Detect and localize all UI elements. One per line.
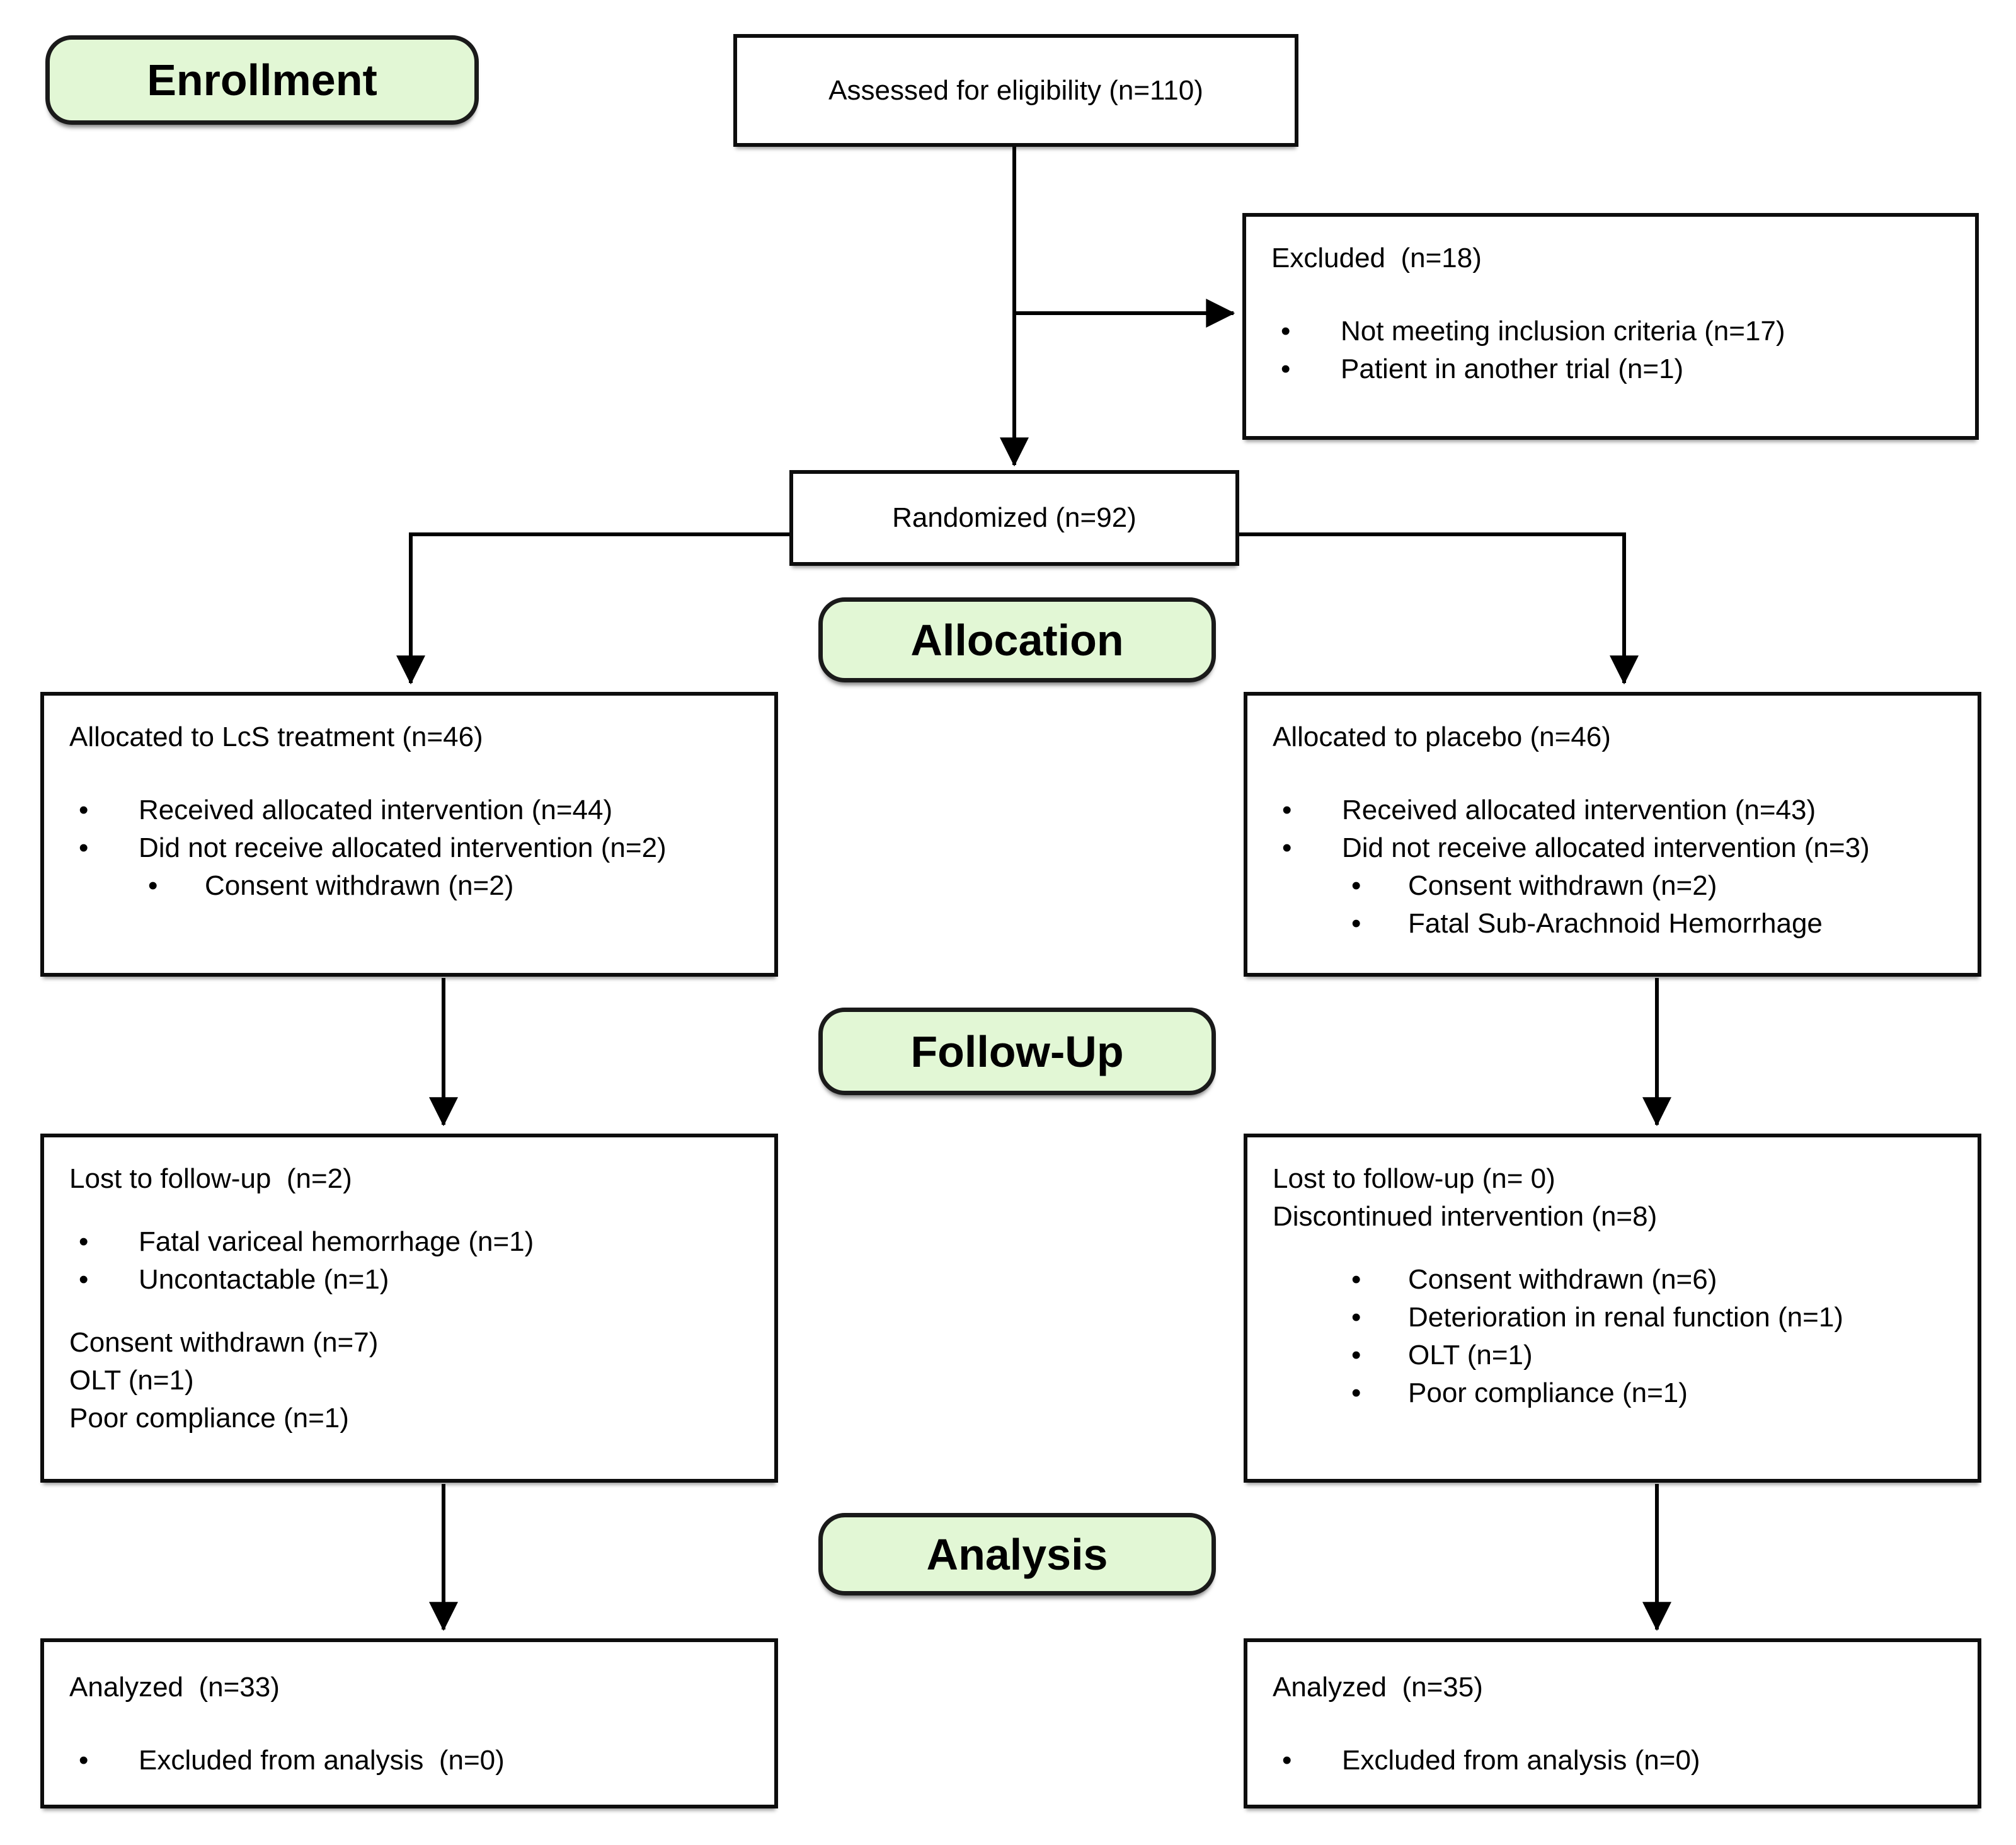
box-allocated-placebo: Allocated to placebo (n=46) Received all… — [1244, 692, 1981, 977]
box-allocated-lcs: Allocated to LcS treatment (n=46) Receiv… — [40, 692, 778, 977]
box-followup-placebo: Lost to follow-up (n= 0) Discontinued in… — [1244, 1134, 1981, 1483]
stage-label-analysis: Analysis — [818, 1513, 1216, 1595]
bullet-icon — [1282, 791, 1342, 829]
box-text-line: Consent withdrawn (n=7) — [69, 1327, 379, 1358]
bullet-icon — [1281, 350, 1341, 388]
stage-label-enrollment: Enrollment — [45, 35, 479, 125]
list-item: Fatal Sub-Arachnoid Hemorrhage — [1273, 905, 1962, 943]
box-assessed-for-eligibility: Assessed for eligibility (n=110) — [733, 34, 1298, 147]
stage-label-text: Analysis — [926, 1529, 1108, 1579]
box-followup-lcs: Lost to follow-up (n=2) Fatal variceal h… — [40, 1134, 778, 1483]
list-item: Excluded from analysis (n=0) — [69, 1742, 759, 1779]
list-item: Consent withdrawn (n=2) — [1273, 867, 1962, 905]
list-item: Consent withdrawn (n=6) — [1273, 1261, 1962, 1299]
box-analyzed-placebo: Analyzed (n=35) Excluded from analysis (… — [1244, 1638, 1981, 1808]
bullet-icon — [79, 791, 139, 829]
list-item: OLT (n=1) — [1273, 1336, 1962, 1374]
stage-label-text: Allocation — [910, 615, 1124, 665]
box-title: Allocated to placebo (n=46) — [1273, 721, 1611, 752]
arrow-randomized-to-placebo — [1239, 532, 1639, 685]
bullet-icon — [1351, 1261, 1408, 1299]
box-title: Analyzed (n=35) — [1273, 1672, 1483, 1703]
list-item: Received allocated intervention (n=43) — [1273, 791, 1962, 829]
bullet-icon — [148, 867, 205, 905]
bullet-icon — [1351, 1336, 1408, 1374]
bullet-icon — [1351, 1299, 1408, 1336]
bullet-icon — [1351, 867, 1408, 905]
bullet-icon — [79, 1261, 139, 1299]
bullet-icon — [1282, 829, 1342, 867]
box-analyzed-lcs: Analyzed (n=33) Excluded from analysis (… — [40, 1638, 778, 1808]
stage-label-text: Follow-Up — [910, 1026, 1124, 1076]
bullet-icon — [79, 1223, 139, 1261]
bullet-icon — [79, 829, 139, 867]
list-item: Received allocated intervention (n=44) — [69, 791, 759, 829]
stage-label-allocation: Allocation — [818, 597, 1216, 682]
box-randomized: Randomized (n=92) — [789, 470, 1239, 566]
list-item: Poor compliance (n=1) — [1273, 1374, 1962, 1412]
list-item: Did not receive allocated intervention (… — [69, 829, 759, 867]
box-title: Analyzed (n=33) — [69, 1672, 280, 1703]
list-item: Excluded from analysis (n=0) — [1273, 1742, 1962, 1779]
bullet-icon — [1351, 1374, 1408, 1412]
list-item: Did not receive allocated intervention (… — [1273, 829, 1962, 867]
box-text-line: Lost to follow-up (n= 0) — [1273, 1163, 1555, 1194]
list-item: Uncontactable (n=1) — [69, 1261, 759, 1299]
box-title: Allocated to LcS treatment (n=46) — [69, 721, 483, 752]
stage-label-followup: Follow-Up — [818, 1008, 1216, 1095]
box-title: Assessed for eligibility (n=110) — [828, 74, 1203, 106]
box-text-line: Poor compliance (n=1) — [69, 1403, 349, 1434]
list-item: Fatal variceal hemorrhage (n=1) — [69, 1223, 759, 1261]
list-item: Patient in another trial (n=1) — [1271, 350, 1960, 388]
bullet-icon — [1351, 905, 1408, 943]
box-title: Randomized (n=92) — [892, 502, 1137, 533]
list-item: Not meeting inclusion criteria (n=17) — [1271, 313, 1960, 350]
box-title: Excluded (n=18) — [1271, 243, 1482, 273]
box-text-line: OLT (n=1) — [69, 1365, 194, 1396]
box-excluded: Excluded (n=18) Not meeting inclusion cr… — [1242, 213, 1979, 440]
box-title: Lost to follow-up (n=2) — [69, 1163, 352, 1194]
list-item: Consent withdrawn (n=2) — [69, 867, 759, 905]
stage-label-text: Enrollment — [147, 55, 377, 105]
box-text-line: Discontinued intervention (n=8) — [1273, 1201, 1658, 1232]
bullet-icon — [1281, 313, 1341, 350]
list-item: Deterioration in renal function (n=1) — [1273, 1299, 1962, 1336]
bullet-icon — [79, 1742, 139, 1779]
bullet-icon — [1282, 1742, 1342, 1779]
arrow-randomized-to-lcs — [396, 532, 789, 685]
